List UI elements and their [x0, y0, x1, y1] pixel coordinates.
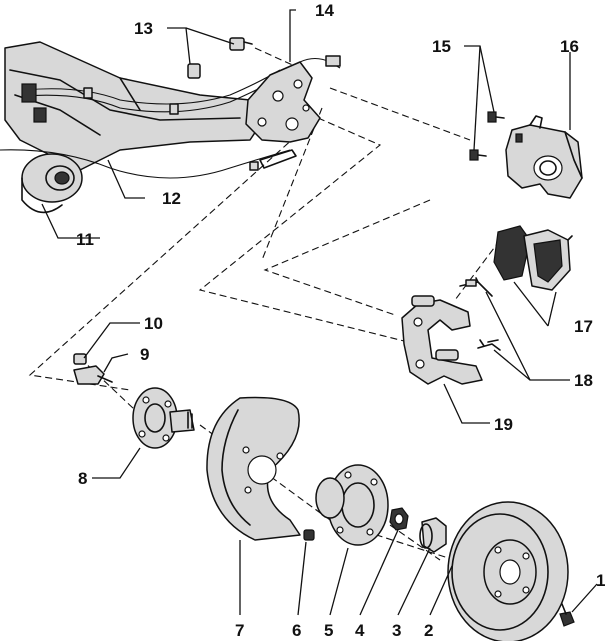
callout-labels: 1 2 3 4 5 6 7 8 9 10 11 12 13 14 15 16 1… [76, 1, 605, 640]
callout-7: 7 [235, 621, 244, 640]
callout-11: 11 [76, 230, 94, 249]
callout-10: 10 [144, 314, 163, 333]
callout-15: 15 [432, 37, 451, 56]
brake-dust-shield [206, 396, 301, 541]
wheel-speed-sensor [73, 365, 105, 385]
callout-17: 17 [574, 317, 593, 336]
rubber-bushing [21, 153, 83, 214]
stub-axle [132, 387, 195, 449]
callout-2: 2 [424, 621, 433, 640]
abs-sensor [73, 353, 113, 385]
brake-caliper [505, 115, 583, 199]
brake-pads [493, 225, 573, 291]
hub-nut [389, 507, 409, 531]
callout-5: 5 [324, 621, 333, 640]
pad-retaining-springs [459, 277, 501, 351]
bolt [469, 149, 487, 161]
callout-3: 3 [392, 621, 401, 640]
callout-6: 6 [292, 621, 301, 640]
wiring-harness [0, 69, 297, 179]
callout-18: 18 [574, 371, 593, 390]
bolt [487, 111, 505, 123]
bolt [229, 37, 253, 51]
brake-disc [447, 501, 569, 641]
callout-14: 14 [315, 1, 334, 20]
callout-1: 1 [596, 571, 605, 590]
callout-4: 4 [355, 621, 365, 640]
bracket-bolts [187, 37, 253, 79]
grease-cap [419, 517, 447, 553]
wiring-clip [33, 107, 47, 123]
bolt [187, 63, 201, 79]
axle-beam [4, 41, 263, 171]
leader-lines [41, 9, 598, 616]
sensor-bolt [73, 353, 87, 365]
callout-16: 16 [560, 37, 579, 56]
wiring-connector [21, 83, 37, 103]
mounting-bracket [245, 55, 341, 143]
caliper-carrier [401, 295, 483, 385]
callout-12: 12 [162, 189, 181, 208]
disc-screw [559, 603, 575, 627]
callout-9: 9 [140, 345, 149, 364]
callout-8: 8 [78, 469, 87, 488]
wheel-hub [315, 464, 389, 546]
shield-bolt [303, 529, 315, 541]
callout-13: 13 [134, 19, 153, 38]
callout-19: 19 [494, 415, 513, 434]
